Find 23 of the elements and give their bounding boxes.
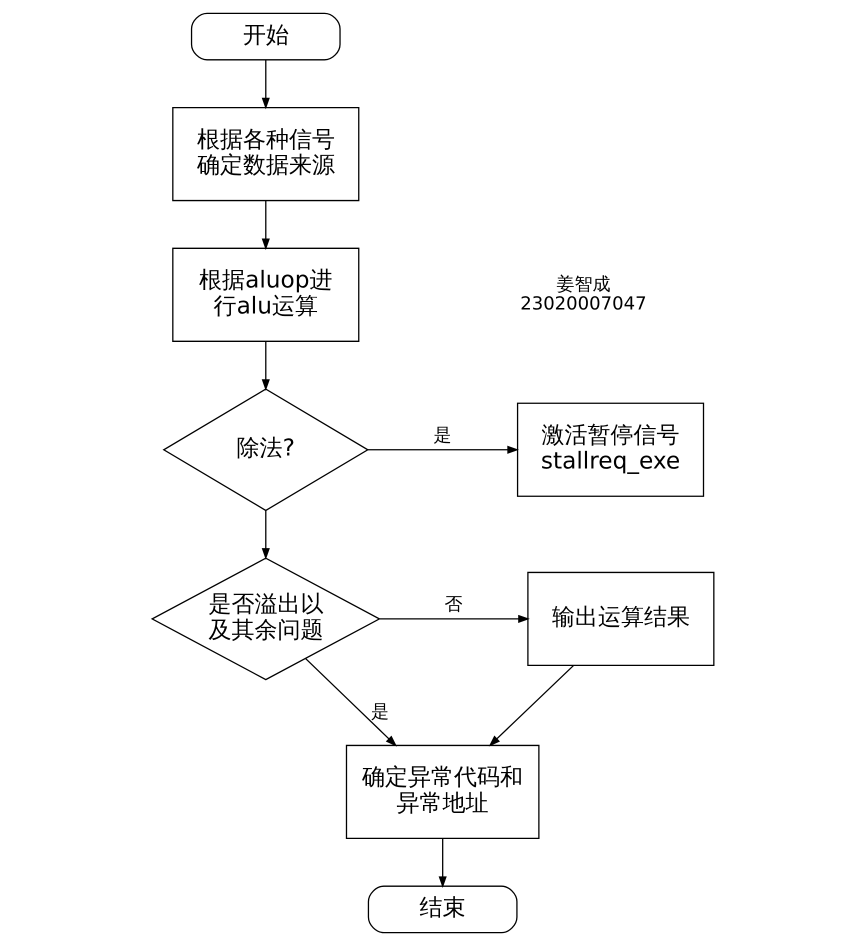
- label: 姜智成: [556, 274, 610, 295]
- node-box: 根据aluop进行alu运算: [172, 248, 359, 342]
- edge-label: 是: [370, 701, 389, 722]
- arrow: [261, 510, 270, 560]
- node-diamond: 是否溢出以及其余问题: [150, 557, 380, 680]
- node-box: 结束: [367, 886, 518, 934]
- edge-label: 否: [444, 594, 462, 616]
- arrow: [438, 838, 446, 888]
- arrow: [379, 614, 530, 623]
- arrow: [304, 658, 396, 747]
- arrow: [367, 446, 518, 454]
- arrow: [261, 200, 270, 250]
- label: 23020007047: [520, 293, 646, 314]
- node-box: 确定异常代码和异常地址: [345, 744, 540, 840]
- node-diamond: 除法?: [162, 388, 369, 512]
- node-box: 根据各种信号确定数据来源: [172, 106, 359, 202]
- arrow: [488, 664, 574, 747]
- node-box: 激活暂停信号 stallreq_exe: [516, 402, 704, 497]
- arrow: [261, 60, 270, 110]
- edge-label: 是: [433, 424, 452, 446]
- node-box: 输出运算结果: [526, 572, 714, 666]
- node-box: 开始: [190, 12, 340, 60]
- arrow: [261, 341, 270, 391]
